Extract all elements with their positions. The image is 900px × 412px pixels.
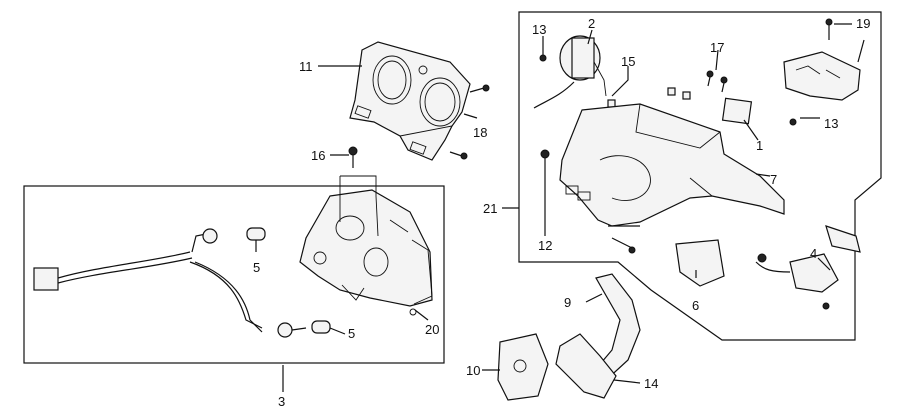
bracket-part-10-hole — [513, 359, 527, 373]
bracket-part-14 — [555, 333, 617, 399]
splash-guard-part-9 — [589, 273, 641, 383]
callout-label-3: 3 — [278, 394, 285, 409]
callout-label-9: 9 — [564, 295, 571, 310]
bracket-part-19 — [783, 18, 861, 101]
bulb-part-5-lower — [311, 320, 331, 334]
callout-label-20: 20 — [425, 322, 439, 337]
bulb-part-5-upper — [246, 227, 266, 241]
callout-label-12: 12 — [538, 238, 552, 253]
callout-label-15: 15 — [621, 54, 635, 69]
leader-lines — [255, 23, 865, 392]
callout-label-6: 6 — [692, 298, 699, 313]
headlight-housing-part-20 — [299, 175, 433, 316]
callout-label-2: 2 — [588, 16, 595, 31]
callout-label-4: 4 — [810, 246, 817, 261]
callout-label-14: 14 — [644, 376, 658, 391]
wire-harness-part-3 — [33, 228, 307, 338]
callout-label-7: 7 — [770, 172, 777, 187]
callout-label-10: 10 — [466, 363, 480, 378]
callout-label-11: 11 — [299, 59, 313, 74]
bolt-part-12-lower — [628, 246, 636, 254]
callout-label-21: 21 — [483, 201, 497, 216]
block-part-1 — [721, 97, 753, 125]
callout-label-16: 16 — [311, 148, 325, 163]
callout-label-1: 1 — [756, 138, 763, 153]
callout-label-17: 17 — [710, 40, 724, 55]
bolt-part-13-lower — [789, 118, 797, 126]
bolt-part-13-upper — [539, 54, 547, 62]
screw-part-18-bottom — [449, 151, 468, 160]
group-box-3 — [23, 185, 445, 364]
bracket-part-10 — [497, 333, 549, 401]
meter-bezel-part-11 — [349, 41, 471, 161]
callout-label-18: 18 — [473, 125, 487, 140]
screw-part-18-top — [469, 84, 490, 93]
callout-label-19: 19 — [856, 16, 870, 31]
plate-part-6 — [675, 239, 725, 287]
bolt-part-12-leaders — [544, 158, 633, 249]
callout-label-13-upper: 13 — [532, 22, 546, 37]
callout-label-5-upper: 5 — [253, 260, 260, 275]
callout-label-5-lower: 5 — [348, 326, 355, 341]
screw-part-16 — [348, 146, 358, 168]
license-lamp-part-4 — [755, 225, 861, 310]
horn-part-2 — [533, 35, 607, 109]
clip-part-15 — [607, 87, 691, 108]
bolt-part-12-upper — [540, 149, 550, 159]
screw-part-17 — [706, 70, 728, 93]
group-box-21 — [518, 11, 882, 341]
rear-fender-part-7 — [559, 103, 785, 227]
callout-label-13-lower: 13 — [824, 116, 838, 131]
